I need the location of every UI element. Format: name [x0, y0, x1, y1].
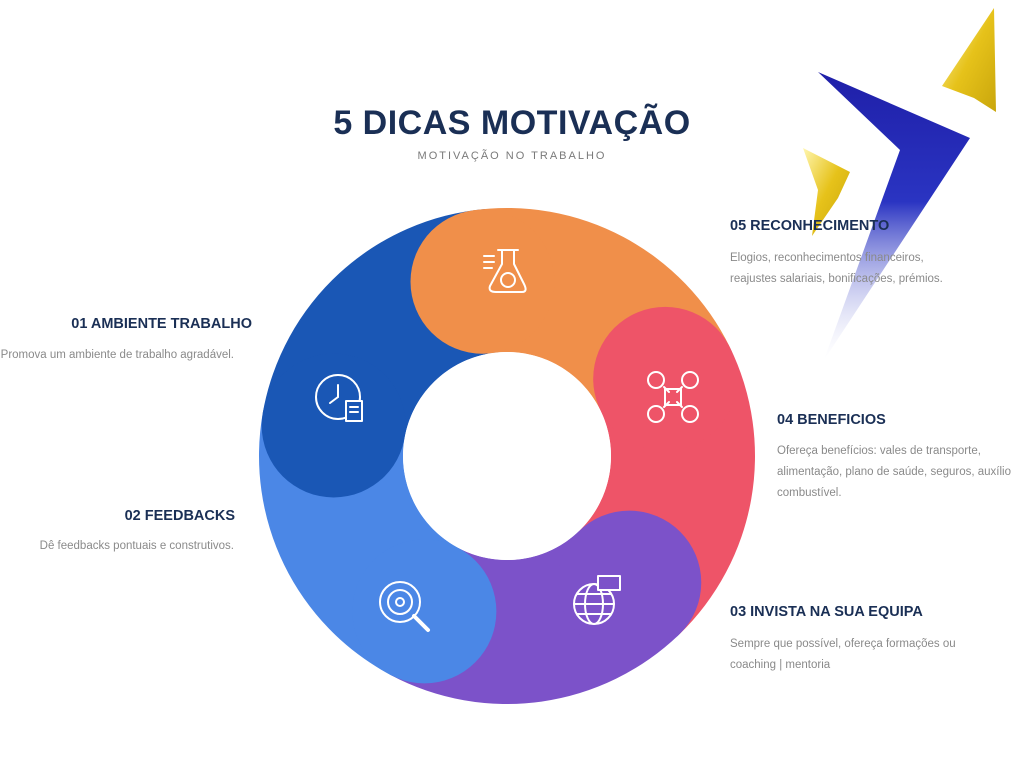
heading-02: 02 FEEDBACKS	[124, 508, 235, 524]
gold-chevron-large	[942, 8, 996, 112]
description-01: Promova um ambiente de trabalho agradáve…	[0, 349, 234, 361]
gold-chevron-small	[803, 148, 850, 236]
page-title: 5 DICAS MOTIVAÇÃO	[333, 104, 691, 142]
location-search-icon	[379, 581, 430, 632]
flask-gear-icon	[483, 249, 527, 293]
description-02: Dê feedbacks pontuais e construtivos.	[39, 540, 234, 552]
money-network-icon	[647, 371, 699, 423]
heading-03: 03 INVISTA NA SUA EQUIPA	[730, 604, 923, 620]
ring-lobe-s04	[593, 306, 738, 451]
chevron-logo-decoration	[803, 8, 996, 360]
heading-05: 05 RECONHECIMENTO	[730, 218, 890, 234]
heading-04: 04 BENEFICIOS	[777, 412, 886, 428]
blue-chevron	[818, 72, 970, 360]
clock-document-icon	[315, 374, 363, 422]
ring-lobe-s02	[352, 539, 497, 684]
description-03: Sempre que possível, ofereça formações o…	[730, 638, 956, 671]
ring-lobe-s01	[261, 353, 406, 498]
description-05: Elogios, reconhecimentos financeiros, re…	[730, 252, 943, 285]
ring-lobe-s03	[557, 510, 702, 655]
description-04: Ofereça benefícios: vales de transporte,…	[777, 445, 1011, 499]
heading-01: 01 AMBIENTE TRABALHO	[71, 316, 252, 332]
ring-lobe-s05	[410, 209, 555, 354]
page-subtitle: MOTIVAÇÃO NO TRABALHO	[417, 150, 607, 162]
ring-center	[403, 352, 611, 560]
globe-flag-icon	[573, 575, 621, 625]
